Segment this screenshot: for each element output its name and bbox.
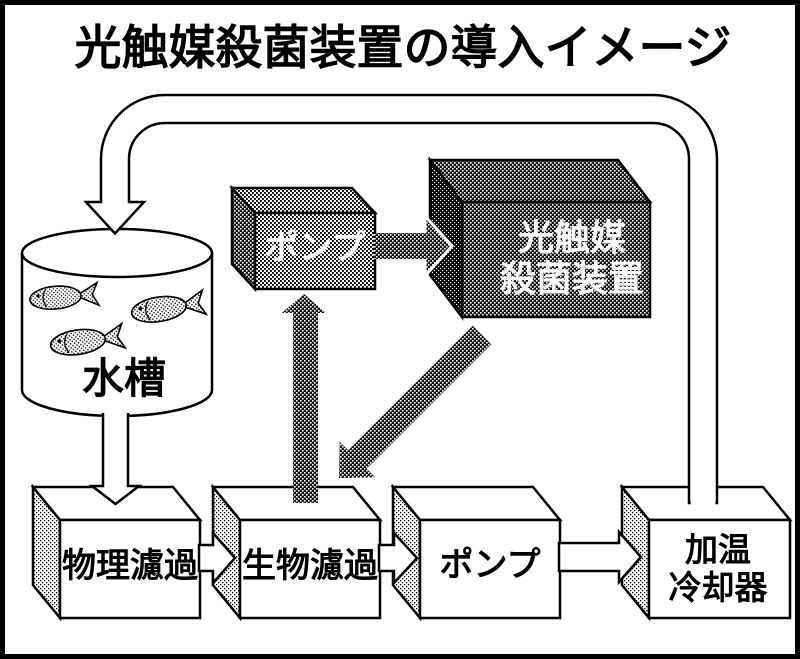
- box-front-face: [238, 518, 382, 620]
- sterilizer-label-line2: 殺菌装置: [500, 258, 644, 299]
- arrow-bio-to-pump: [377, 529, 419, 587]
- arrow-physical-to-bio: [197, 529, 237, 587]
- bio-filter-label: 生物濾過: [242, 547, 379, 585]
- heater-cooler-label-line1: 加温: [685, 531, 751, 568]
- tank-outlet-arrow: [88, 413, 143, 506]
- diagram-title: 光触媒殺菌装置の導入イメージ: [74, 21, 731, 74]
- sterilizer-node: 光触媒 殺菌装置: [427, 156, 653, 321]
- arrow-pump-to-heater: [557, 528, 643, 586]
- tank-cylinder-top: [20, 227, 214, 279]
- pipe-end-merge: [690, 498, 716, 505]
- physical-filter-node: 物理濾過: [30, 483, 203, 622]
- bio-filter-node: 生物濾過: [210, 483, 383, 622]
- physical-filter-label: 物理濾過: [62, 547, 199, 585]
- arrow-sterilizer-to-bio: [339, 325, 492, 478]
- tank-label: 水槽: [82, 355, 166, 402]
- pump-top-label: ポンプ: [265, 228, 366, 267]
- box-front-face: [58, 518, 202, 620]
- arrow-shaft: [374, 233, 427, 259]
- box-top-face: [427, 158, 653, 204]
- heater-cooler-node: 加温 冷却器: [619, 483, 793, 622]
- box-front-face: [460, 200, 652, 319]
- pump-bottom-node: ポンプ: [390, 483, 563, 622]
- pump-bottom-label: ポンプ: [440, 545, 541, 584]
- box-front-face: [418, 518, 562, 620]
- tank-node: 水槽: [20, 227, 214, 418]
- recirculation-pipe-with-inlet-arrow: [83, 93, 719, 505]
- sterilizer-label-line1: 光触媒: [518, 217, 627, 258]
- box-top-face: [390, 485, 563, 522]
- box-front-face: [647, 518, 792, 620]
- pump-top-node: ポンプ: [229, 184, 378, 293]
- arrow-pump-to-sterilizer: [374, 212, 455, 280]
- arrow-bio-to-pump-top: [282, 294, 326, 503]
- box-top-face: [229, 186, 378, 215]
- heater-cooler-label-line2: 冷却器: [669, 569, 769, 606]
